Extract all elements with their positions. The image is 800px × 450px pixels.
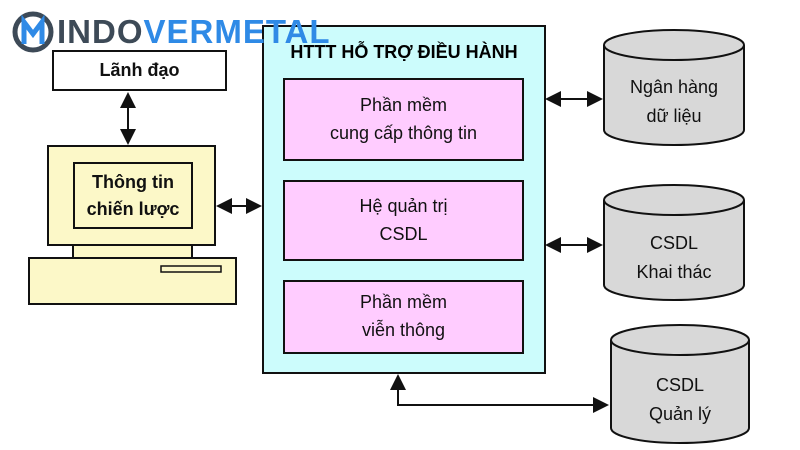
computer-base	[28, 257, 237, 305]
module-line1: Phần mềm	[359, 292, 448, 313]
module-line2: viễn thông	[361, 320, 446, 340]
strategic-info-screen: Thông tin chiến lược	[73, 162, 193, 229]
computer-neck	[72, 244, 193, 259]
computer-line1: Thông tin	[92, 172, 174, 193]
logo-text-blue: VERMETAL	[143, 13, 331, 50]
module-line1: Hệ quản trị	[359, 195, 448, 216]
leader-label: Lãnh đạo	[99, 59, 180, 80]
leader-box: Lãnh đạo	[52, 50, 227, 91]
arrow-main-db3	[390, 374, 609, 413]
module-line1: Phần mềm	[359, 94, 448, 115]
database-cylinder	[603, 29, 750, 444]
module-line2: CSDL	[379, 223, 428, 244]
disk-slot	[160, 265, 222, 273]
module-line2: cung cấp thông tin	[329, 122, 478, 143]
module-telecom-software: Phần mềm viễn thông	[283, 280, 524, 354]
main-title: HTTT HỖ TRỢ ĐIỀU HÀNH	[290, 42, 518, 62]
module-info-software: Phần mềm cung cấp thông tin	[283, 78, 524, 161]
logo-text-dark: INDO	[57, 13, 144, 50]
computer-line2: chiến lược	[86, 198, 180, 219]
logo-icon	[12, 11, 54, 53]
